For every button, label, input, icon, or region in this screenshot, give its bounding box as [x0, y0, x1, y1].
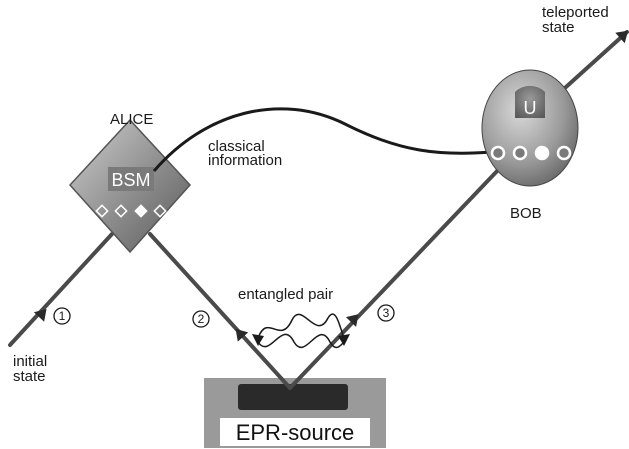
alice-label: ALICE	[110, 111, 153, 128]
entangled-pair: entangled pair	[238, 286, 350, 349]
path-initial-state	[8, 232, 114, 347]
path-channel-3	[288, 166, 502, 390]
entangled-arrow-left	[252, 334, 264, 346]
u-label: U	[524, 98, 537, 118]
epr-source: EPR-source	[204, 378, 386, 448]
entangled-pair-label: entangled pair	[238, 286, 333, 303]
path-arrows	[33, 30, 629, 342]
photon-paths	[8, 30, 629, 390]
teleported-state-label-1: teleported	[542, 4, 609, 21]
teleported-state-label-2: state	[542, 19, 575, 36]
path-teleported-state	[554, 30, 629, 98]
detector-icon	[512, 145, 528, 161]
detector-active-icon	[134, 204, 148, 218]
classical-information-label-2: information	[208, 152, 282, 169]
bob-station: U BOB	[481, 69, 579, 222]
entanglement-wave-1	[257, 313, 345, 339]
detector-icon	[490, 145, 506, 161]
classical-information-label-1: classical	[208, 138, 265, 155]
initial-state-label-2: state	[13, 368, 46, 385]
arrow-initial	[33, 308, 47, 322]
classical-information-arrow	[152, 107, 493, 172]
classical-channel: classical information	[152, 107, 500, 172]
entangled-arrow-right	[338, 334, 350, 346]
bob-label: BOB	[510, 205, 542, 222]
channel-2-label: 2	[198, 312, 205, 326]
state-labels: initial state teleported state	[13, 4, 609, 385]
epr-crystal	[238, 384, 348, 410]
bsm-detectors	[95, 204, 167, 218]
alice-bsm: BSM ALICE	[68, 111, 192, 254]
epr-source-label: EPR-source	[236, 420, 355, 445]
detector-icon	[95, 204, 109, 218]
channel-2-marker	[192, 310, 210, 328]
bob-detectors	[490, 145, 572, 161]
detector-icon	[153, 204, 167, 218]
initial-state-label-1: initial	[13, 353, 47, 370]
bsm-label-box	[108, 167, 154, 191]
detector-active-icon	[534, 145, 550, 161]
detector-icon	[114, 204, 128, 218]
channel-1-marker	[53, 307, 71, 325]
arrow-channel-3	[345, 314, 359, 327]
epr-label-box	[220, 418, 370, 446]
bsm-label: BSM	[111, 170, 150, 190]
channel-1-label: 1	[59, 309, 66, 323]
channel-3-label: 3	[383, 306, 390, 320]
path-channel-2	[148, 232, 292, 390]
arrow-teleported	[615, 30, 629, 44]
arrow-channel-2	[235, 328, 249, 342]
detector-icon	[556, 145, 572, 161]
entanglement-wave-2	[257, 333, 345, 349]
channel-3-marker	[377, 304, 395, 322]
bob-sphere	[481, 69, 579, 187]
u-box	[515, 85, 545, 118]
channel-markers: 1 2 3	[53, 304, 395, 328]
